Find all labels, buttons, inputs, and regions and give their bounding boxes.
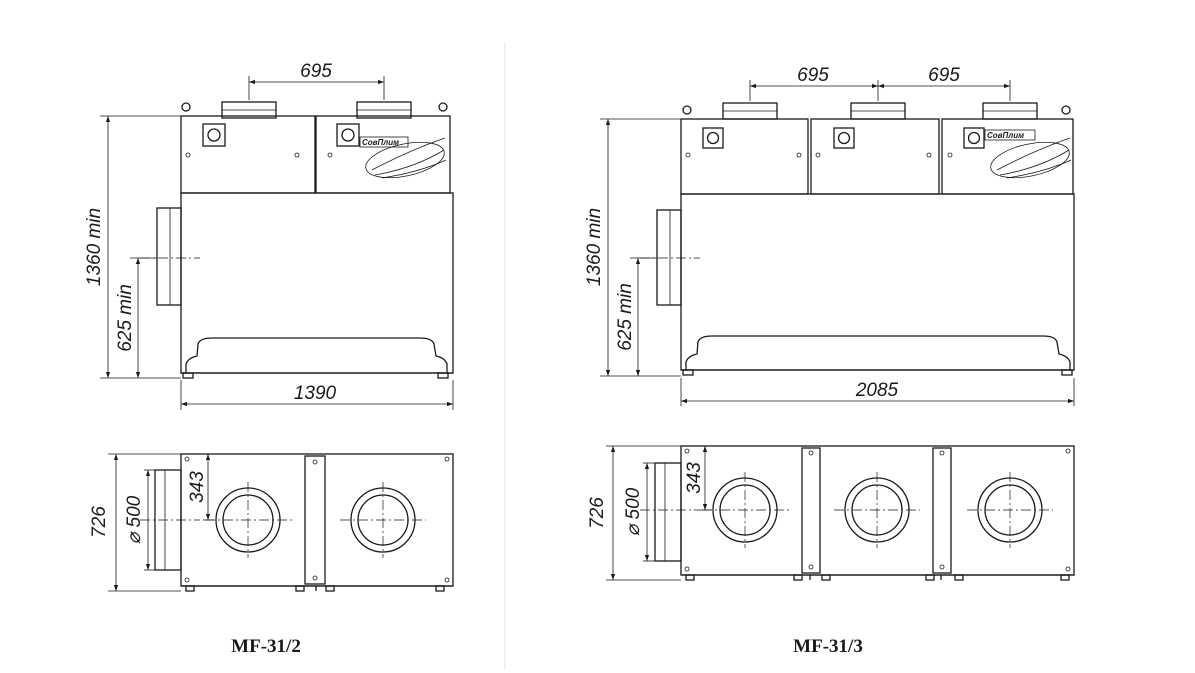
width-label: 1390 bbox=[294, 383, 337, 404]
model-caption-left: MF-31/2 bbox=[231, 636, 301, 657]
right-unit-front-view: СовПлим bbox=[640, 102, 1075, 376]
left-unit-plan-view bbox=[140, 453, 454, 592]
brand-label: СовПлим bbox=[987, 131, 1024, 140]
duct-diameter-label: ⌀ 500 bbox=[124, 495, 145, 544]
right-unit-front-dimensions: 695 695 1360 min 625 min 2085 bbox=[584, 65, 1075, 406]
left-unit-front-dimensions: 695 1360 min 625 min 1390 bbox=[84, 61, 454, 410]
right-unit-plan-view bbox=[640, 445, 1075, 581]
duct-offset-label: 343 bbox=[187, 471, 208, 503]
height-total-label: 1360 min bbox=[584, 208, 605, 286]
duct-spacing-label: 695 bbox=[300, 61, 332, 82]
brand-logo: СовПлим bbox=[984, 129, 1072, 179]
height-inlet-label: 625 min bbox=[115, 284, 136, 352]
duct-offset-label: 343 bbox=[684, 462, 705, 494]
depth-label: 726 bbox=[587, 497, 608, 529]
left-unit-plan-dimensions: 726 ⌀ 500 343 bbox=[89, 453, 214, 592]
model-caption-right: MF-31/3 bbox=[793, 636, 863, 657]
brand-label: СовПлим bbox=[362, 138, 399, 147]
duct-spacing-1-label: 695 bbox=[797, 65, 829, 86]
depth-label: 726 bbox=[89, 506, 110, 538]
left-unit-front-view: СовПлим bbox=[140, 101, 454, 379]
height-total-label: 1360 min bbox=[84, 208, 105, 286]
duct-spacing-2-label: 695 bbox=[928, 65, 960, 86]
right-unit-plan-dimensions: 726 ⌀ 500 343 bbox=[587, 445, 712, 581]
width-label: 2085 bbox=[855, 380, 899, 401]
height-inlet-label: 625 min bbox=[615, 283, 636, 351]
duct-diameter-label: ⌀ 500 bbox=[623, 487, 644, 536]
brand-logo: СовПлим bbox=[359, 136, 447, 179]
